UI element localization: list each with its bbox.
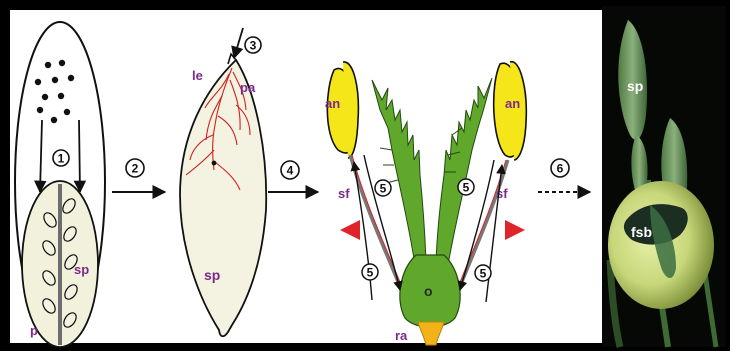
step-5d-label: 5 [480, 267, 487, 281]
label-sp-middle: sp [204, 267, 220, 283]
label-ra: ra [395, 328, 408, 343]
label-le: le [192, 68, 203, 83]
step-2-label: 2 [132, 162, 139, 176]
label-fsb: fsb [631, 224, 652, 240]
label-sp-photo: sp [627, 78, 643, 94]
step-5b-label: 5 [463, 181, 470, 195]
panicle-diagram: 1 sp p [15, 22, 105, 347]
label-sp-left: sp [74, 262, 89, 277]
step-5c-label: 5 [367, 266, 374, 280]
label-an-right: an [505, 96, 520, 111]
label-an-left: an [325, 96, 340, 111]
label-pa: pa [240, 80, 256, 95]
label-o: o [424, 283, 433, 299]
step-5a-label: 5 [380, 182, 387, 196]
step-1-label: 1 [58, 152, 65, 166]
step-6-label: 6 [557, 162, 564, 176]
step-4-label: 4 [287, 164, 294, 178]
photo-panel: sp fsb [602, 6, 726, 347]
step-3-label: 3 [250, 39, 257, 53]
label-sf-left: sf [338, 186, 350, 201]
label-p: p [30, 323, 38, 338]
